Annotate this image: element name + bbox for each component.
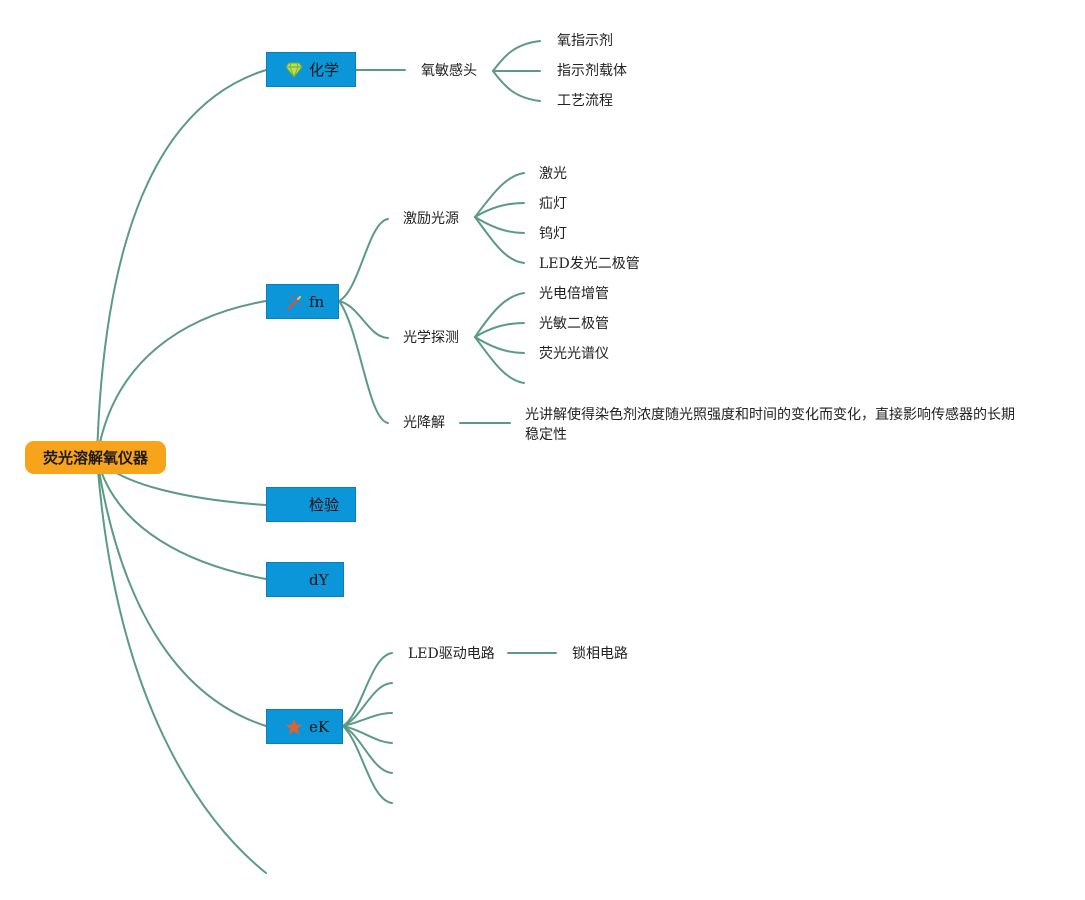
edge-fn-light <box>338 218 389 302</box>
leaf-photodiode[interactable]: 光敏二极管 <box>539 316 609 332</box>
leaf-xenon-lamp[interactable]: 疝灯 <box>539 196 567 212</box>
leaf-lock-in-circuit[interactable]: 锁相电路 <box>572 646 628 662</box>
leaf-photomultiplier[interactable]: 光电倍增管 <box>539 286 609 302</box>
edge-light-leaf2 <box>474 202 525 218</box>
topic-dy-label: dY <box>309 570 329 589</box>
edge-ek-child5 <box>342 725 393 774</box>
root-topic-label: 荧光溶解氧仪器 <box>42 449 148 467</box>
topic-ek-label: eK <box>309 717 330 736</box>
edge-sensor-leaf3 <box>492 70 541 102</box>
edge-root-empty <box>96 457 267 874</box>
topic-fn-label: fn <box>309 292 325 311</box>
edge-fn-detect <box>338 300 389 339</box>
subtopic-optical-detection[interactable]: 光学探测 <box>403 330 459 346</box>
root-topic[interactable]: 荧光溶解氧仪器 <box>25 441 166 474</box>
topic-inspection-label: 检验 <box>309 496 340 514</box>
edge-detect-leaf2 <box>474 322 525 338</box>
leaf-oxygen-indicator[interactable]: 氧指示剂 <box>557 33 613 49</box>
topic-chemistry[interactable]: 化学 <box>266 52 356 87</box>
leaf-laser[interactable]: 激光 <box>539 166 567 182</box>
leaf-indicator-carrier[interactable]: 指示剂载体 <box>557 63 627 79</box>
leaf-process-flow[interactable]: 工艺流程 <box>557 93 613 109</box>
star-icon <box>285 718 303 736</box>
edge-detect-leaf4 <box>474 336 525 384</box>
subtopic-led-driver[interactable]: LED驱动电路 <box>408 646 495 662</box>
topic-chemistry-label: 化学 <box>309 61 340 79</box>
leaf-led[interactable]: LED发光二极管 <box>539 256 640 272</box>
leaf-fluorescence-spectrometer[interactable]: 荧光光谱仪 <box>539 346 609 362</box>
edge-root-dy <box>96 457 267 580</box>
subtopic-photodegradation[interactable]: 光降解 <box>403 415 445 431</box>
topic-inspection[interactable]: 检验 <box>266 487 356 522</box>
topic-fn[interactable]: fn <box>266 284 339 319</box>
edge-ek-child2 <box>342 682 393 727</box>
subtopic-oxygen-sensor[interactable]: 氧敏感头 <box>421 63 477 79</box>
edge-ek-child6 <box>342 725 393 804</box>
gem-icon <box>285 61 303 79</box>
edge-root-ek <box>96 457 267 727</box>
edge-sensor-leaf1 <box>492 40 541 72</box>
topic-ek[interactable]: eK <box>266 709 343 744</box>
edge-detect-leaf3 <box>474 336 525 354</box>
magic-wand-icon <box>285 293 303 311</box>
edge-ek-child3 <box>342 712 393 727</box>
edge-root-fn <box>96 300 267 459</box>
leaf-tungsten-lamp[interactable]: 钨灯 <box>539 226 567 242</box>
edge-root-chem <box>96 69 267 459</box>
edge-light-leaf4 <box>474 216 525 264</box>
photodegradation-note[interactable]: 光讲解使得染色剂浓度随光照强度和时间的变化而变化，直接影响传感器的长期稳定性 <box>525 407 1015 443</box>
edge-light-leaf3 <box>474 216 525 234</box>
edge-detect-leaf1 <box>474 292 525 338</box>
edge-light-leaf1 <box>474 172 525 218</box>
edge-ek-child4 <box>342 725 393 744</box>
edge-fn-photolysis <box>338 300 389 424</box>
topic-dy[interactable]: dY <box>266 562 344 597</box>
edge-ek-child1 <box>342 652 393 727</box>
subtopic-excitation-light[interactable]: 激励光源 <box>403 211 459 227</box>
